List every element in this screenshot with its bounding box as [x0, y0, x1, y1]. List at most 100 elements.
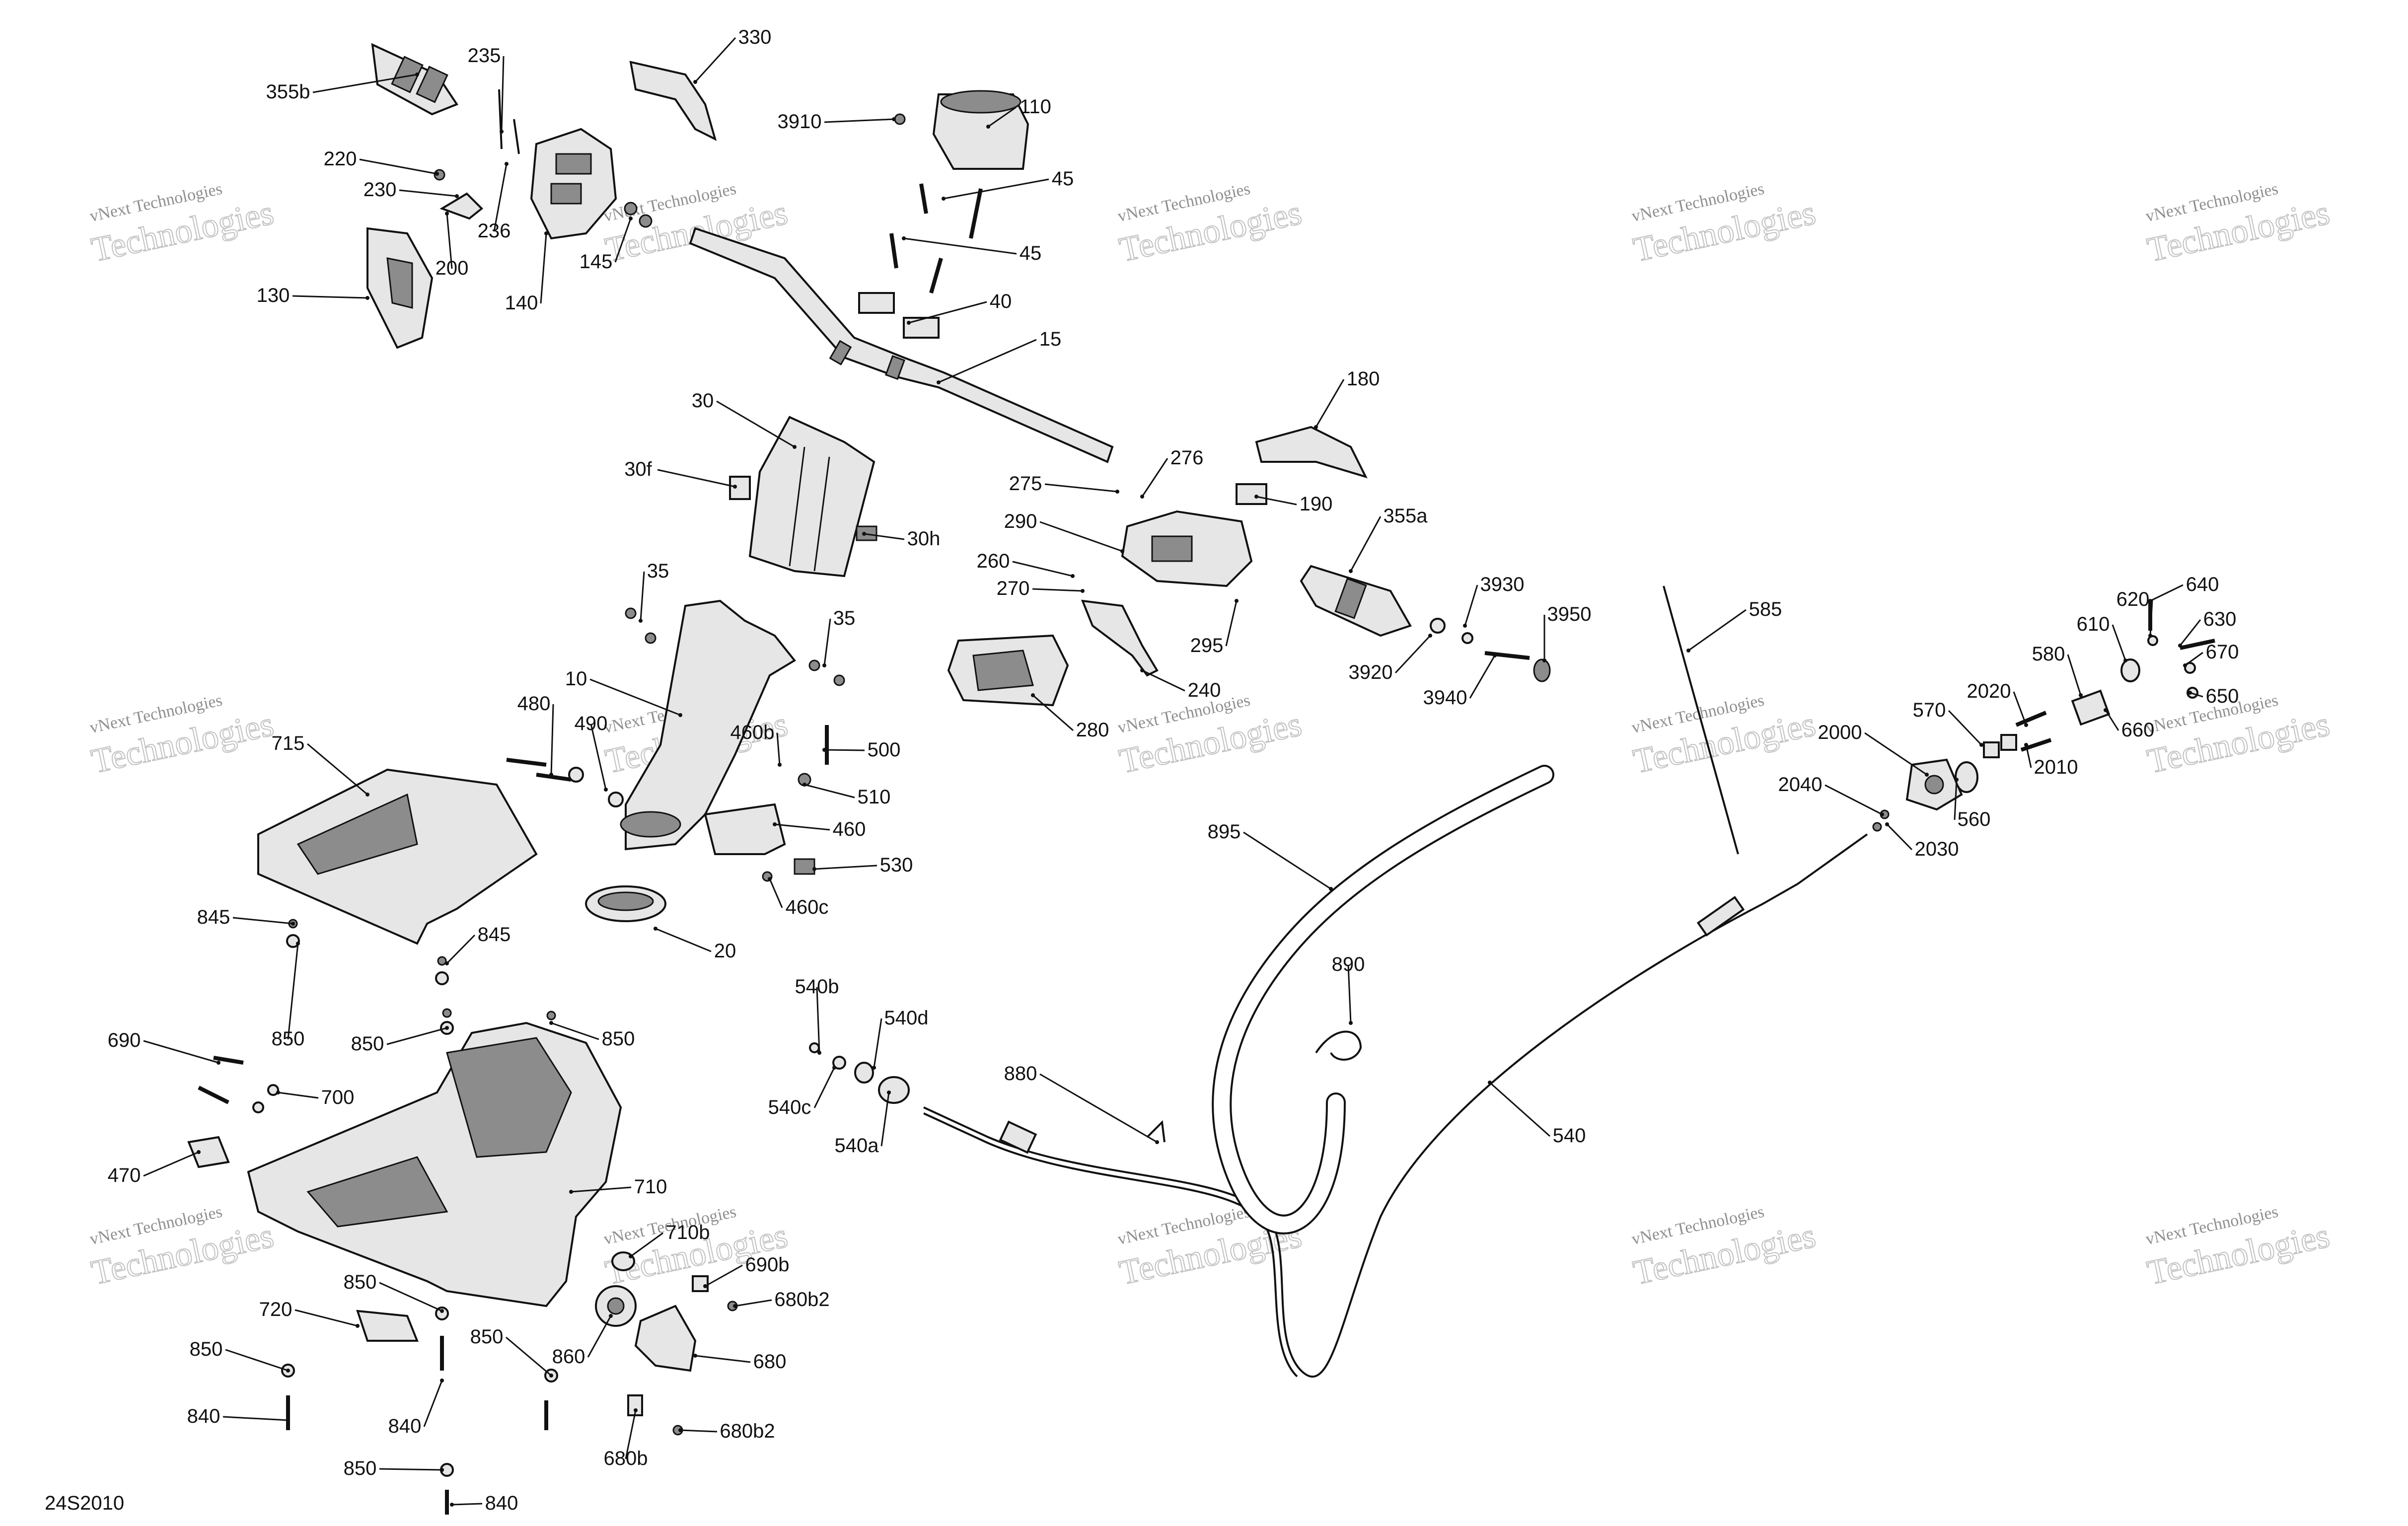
leader-dot: [286, 1418, 290, 1422]
part-190: [1236, 483, 1267, 505]
leader-dot: [1349, 569, 1353, 573]
leader-dot: [832, 1066, 836, 1070]
callout-label: 670: [2206, 641, 2239, 663]
callout-label: 2030: [1915, 838, 1959, 860]
callout-850: 850: [344, 1457, 444, 1479]
callout-270: 270: [997, 578, 1085, 599]
callout-label: 850: [344, 1271, 377, 1293]
callout-560: 560: [1954, 778, 1991, 830]
leader-line: [2105, 710, 2119, 731]
callout-660: 660: [2104, 708, 2154, 741]
callout-200: 200: [436, 212, 469, 279]
callout-10: 10: [565, 668, 682, 717]
callout-850: 850: [351, 1026, 449, 1055]
cover-130: [366, 227, 434, 349]
callout-715: 715: [272, 732, 369, 797]
leader-line: [823, 618, 831, 666]
callout-630: 630: [2178, 608, 2236, 648]
callout-label: 715: [272, 732, 305, 754]
leader-dot: [445, 961, 449, 965]
callout-label: 840: [485, 1492, 518, 1514]
leader-dot: [1885, 822, 1889, 826]
leader-line: [1864, 732, 1927, 776]
part-30h: [856, 525, 877, 541]
leader-line: [2025, 744, 2032, 768]
leader-line: [640, 571, 645, 621]
leader-line: [630, 1232, 663, 1257]
callout-580: 580: [2032, 643, 2083, 697]
callout-label: 850: [344, 1457, 377, 1479]
leader-dot: [1955, 778, 1959, 782]
leader-dot: [812, 867, 816, 871]
callout-label: 580: [2032, 643, 2065, 665]
leader-line: [386, 1027, 447, 1045]
callout-label: 880: [1004, 1063, 1037, 1085]
callout-label: 540b: [795, 976, 839, 998]
leader-line: [705, 1264, 743, 1287]
leader-dot: [1115, 490, 1119, 494]
callout-label: 610: [2077, 613, 2110, 635]
leader-dot: [1031, 693, 1035, 697]
cover-180: [1255, 426, 1368, 479]
leader-line: [1464, 584, 1478, 626]
callout-890: 890: [1332, 953, 1365, 1025]
leader-line: [501, 56, 505, 132]
diagram-code: 24S2010: [45, 1492, 124, 1514]
leader-dot: [2148, 634, 2152, 638]
leader-dot: [604, 788, 608, 792]
callout-880: 880: [1004, 1063, 1159, 1144]
callout-850: 850: [549, 1021, 635, 1050]
callout-label: 30f: [624, 458, 652, 480]
leader-line: [880, 1092, 890, 1147]
callout-label: 680: [753, 1351, 787, 1373]
callout-label: 180: [1347, 368, 1380, 390]
column-30: [748, 416, 876, 578]
leader-line: [1948, 710, 1982, 746]
leader-dot: [1329, 887, 1333, 891]
leader-dot: [942, 197, 946, 201]
callout-610: 610: [2077, 613, 2127, 662]
leader-dot: [892, 117, 896, 121]
callout-690: 690: [108, 1029, 220, 1065]
callout-label: 850: [351, 1033, 384, 1055]
callout-130: 130: [257, 285, 369, 306]
ring-20: [585, 885, 666, 922]
leader-dot: [365, 793, 369, 797]
callout-label: 330: [738, 26, 772, 48]
leader-line: [1044, 483, 1118, 493]
callout-label: 276: [1170, 447, 1204, 469]
leader-dot: [1155, 1140, 1159, 1144]
callout-label: 630: [2203, 608, 2237, 630]
leader-line: [614, 218, 632, 263]
callout-label: 2040: [1778, 774, 1823, 796]
fasteners-480-530: [506, 725, 829, 882]
callout-label: 585: [1749, 598, 1782, 620]
leader-dot: [629, 217, 633, 220]
callout-label: 720: [259, 1299, 292, 1320]
leader-line: [379, 1468, 442, 1471]
leader-line: [506, 1336, 552, 1377]
callout-650: 650: [2188, 685, 2239, 707]
leader-dot: [445, 212, 449, 216]
leader-dot: [291, 922, 295, 926]
callout-190: 190: [1254, 493, 1332, 515]
leader-dot: [1235, 599, 1239, 603]
leader-dot: [356, 1324, 360, 1328]
callout-276: 276: [1140, 447, 1203, 499]
callout-label: 200: [436, 257, 469, 279]
leader-line: [814, 865, 877, 870]
callout-850: 850: [344, 1271, 444, 1313]
leader-line: [655, 928, 712, 952]
callout-3930: 3930: [1463, 574, 1524, 628]
callout-540b: 540b: [795, 976, 839, 1055]
callout-460: 460: [773, 818, 866, 840]
callout-label: 560: [1958, 808, 1991, 830]
leader-line: [451, 1503, 483, 1506]
callout-label: 530: [880, 854, 913, 876]
leader-dot: [450, 1503, 454, 1507]
callout-label: 15: [1039, 328, 1062, 350]
callout-label: 290: [1004, 510, 1037, 532]
leader-dot: [197, 1150, 201, 1154]
leader-line: [278, 1091, 319, 1099]
leader-dot: [703, 1284, 707, 1288]
